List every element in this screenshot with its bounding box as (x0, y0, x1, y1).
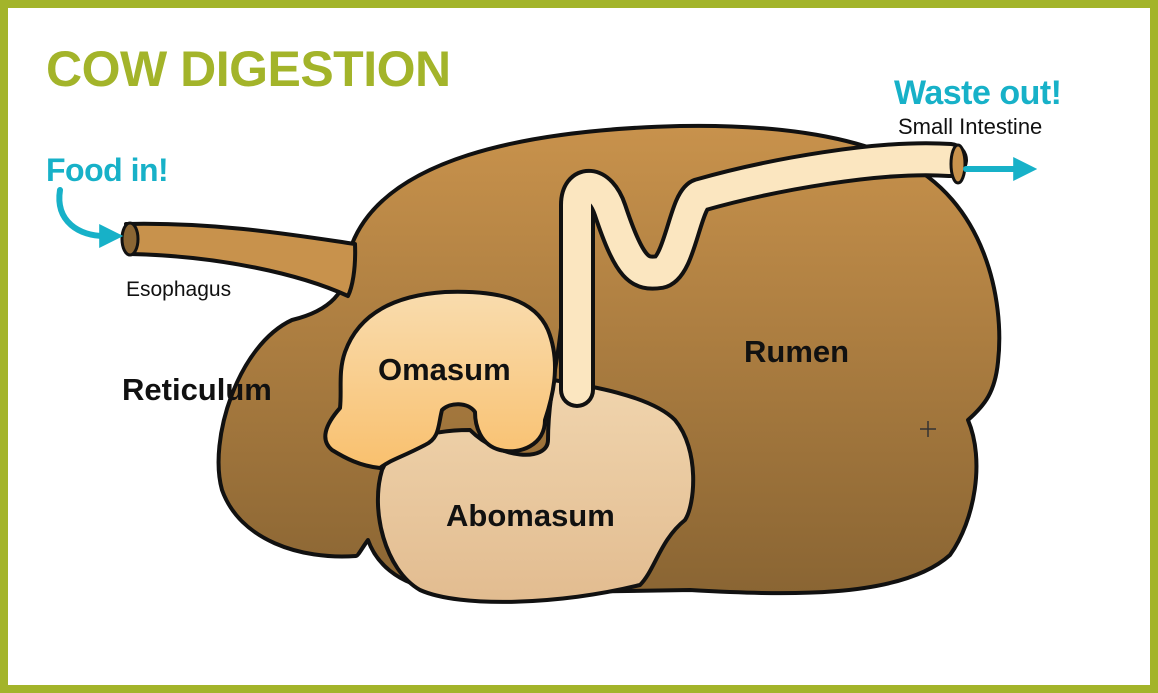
diagram-title: COW DIGESTION (46, 41, 451, 97)
crosshair-cursor-icon (920, 421, 936, 437)
food-in-label: Food in! (46, 152, 169, 188)
waste-out-label: Waste out! (894, 74, 1062, 112)
esophagus-label: Esophagus (126, 278, 232, 301)
reticulum-label: Reticulum (122, 372, 272, 407)
esophagus-opening (120, 221, 140, 257)
small-intestine-label: Small Intestine (898, 114, 1043, 139)
rumen-label: Rumen (744, 334, 850, 369)
small-intestine-opening (949, 143, 967, 185)
abomasum-label: Abomasum (446, 498, 615, 533)
omasum-label: Omasum (378, 352, 511, 387)
small-intestine-tube (563, 145, 964, 404)
esophagus-tube (124, 221, 358, 298)
food-in-arrow (56, 187, 124, 248)
omasum-body (323, 289, 558, 470)
cow-digestion-diagram (56, 123, 1038, 604)
